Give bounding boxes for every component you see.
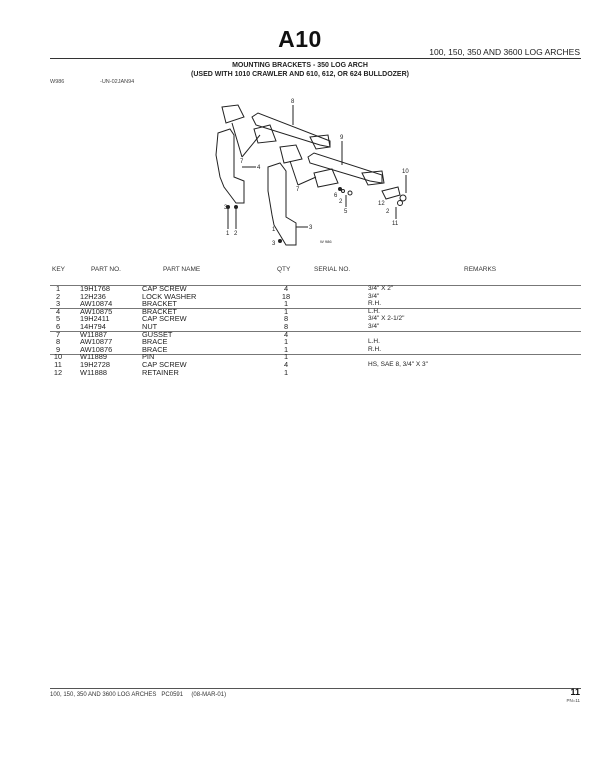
footer-divider xyxy=(50,688,581,689)
table-divider xyxy=(50,331,581,332)
figure-title: MOUNTING BRACKETS - 350 LOG ARCH (USED W… xyxy=(0,61,600,79)
section-title: 100, 150, 350 AND 3600 LOG ARCHES xyxy=(429,47,580,57)
exploded-parts-diagram: 8 9 4 3 7 7 1 2 3 6 2 5 10 12 2 11 1 3 W… xyxy=(215,99,409,247)
figure-ref-code: W986 xyxy=(50,79,65,85)
header-divider xyxy=(50,58,581,59)
footer-doc-info: 100, 150, 350 AND 3600 LOG ARCHES PC0591… xyxy=(50,692,227,698)
svg-text:3: 3 xyxy=(309,225,313,231)
bracket-rh-shape xyxy=(267,162,297,246)
retainer-shape xyxy=(381,186,401,200)
col-header-part-name: PART NAME xyxy=(163,266,201,273)
svg-text:3: 3 xyxy=(272,241,276,247)
svg-text:1: 1 xyxy=(226,231,230,237)
svg-text:9: 9 xyxy=(340,135,344,141)
gusset-shape xyxy=(221,104,245,124)
brace-rh-shape xyxy=(307,152,383,184)
svg-text:2: 2 xyxy=(234,231,238,237)
svg-text:W 986: W 986 xyxy=(320,239,332,244)
svg-text:4: 4 xyxy=(257,165,261,171)
table-divider xyxy=(50,308,581,309)
figure-ref-date: -UN-02JAN94 xyxy=(100,79,135,85)
gusset-shape xyxy=(313,168,339,188)
svg-text:1: 1 xyxy=(272,227,276,233)
svg-text:8: 8 xyxy=(291,99,295,105)
brace-end-shape xyxy=(361,170,385,186)
bracket-lh-shape xyxy=(215,128,245,204)
svg-text:3: 3 xyxy=(224,205,228,211)
figure-title-line2: (USED WITH 1010 CRAWLER AND 610, 612, OR… xyxy=(191,71,409,78)
svg-text:6: 6 xyxy=(334,193,338,199)
figure-title-line1: MOUNTING BRACKETS - 350 LOG ARCH xyxy=(232,62,368,69)
svg-text:10: 10 xyxy=(402,169,409,175)
svg-text:7: 7 xyxy=(296,187,300,193)
col-header-serial-no: SERIAL NO. xyxy=(314,266,351,273)
footer-page-number: 11 xyxy=(570,687,580,697)
col-header-part-no: PART NO. xyxy=(91,266,121,273)
table-divider xyxy=(50,354,581,355)
pin-shape xyxy=(399,194,407,202)
page-code: A10 xyxy=(278,26,322,52)
svg-text:12: 12 xyxy=(378,201,385,207)
gusset-shape xyxy=(279,144,303,164)
svg-text:11: 11 xyxy=(392,221,399,227)
col-header-qty: QTY xyxy=(277,266,291,273)
pin-shape xyxy=(397,200,403,206)
svg-text:2: 2 xyxy=(386,209,390,215)
col-header-key: KEY xyxy=(52,266,66,273)
svg-text:7: 7 xyxy=(240,159,244,165)
footer-page-sub: PN=11 xyxy=(566,698,580,703)
table-divider xyxy=(50,285,581,286)
col-header-remarks: REMARKS xyxy=(464,266,497,273)
svg-text:2: 2 xyxy=(339,199,343,205)
svg-text:5: 5 xyxy=(344,209,348,215)
brace-end-shape xyxy=(309,134,331,150)
